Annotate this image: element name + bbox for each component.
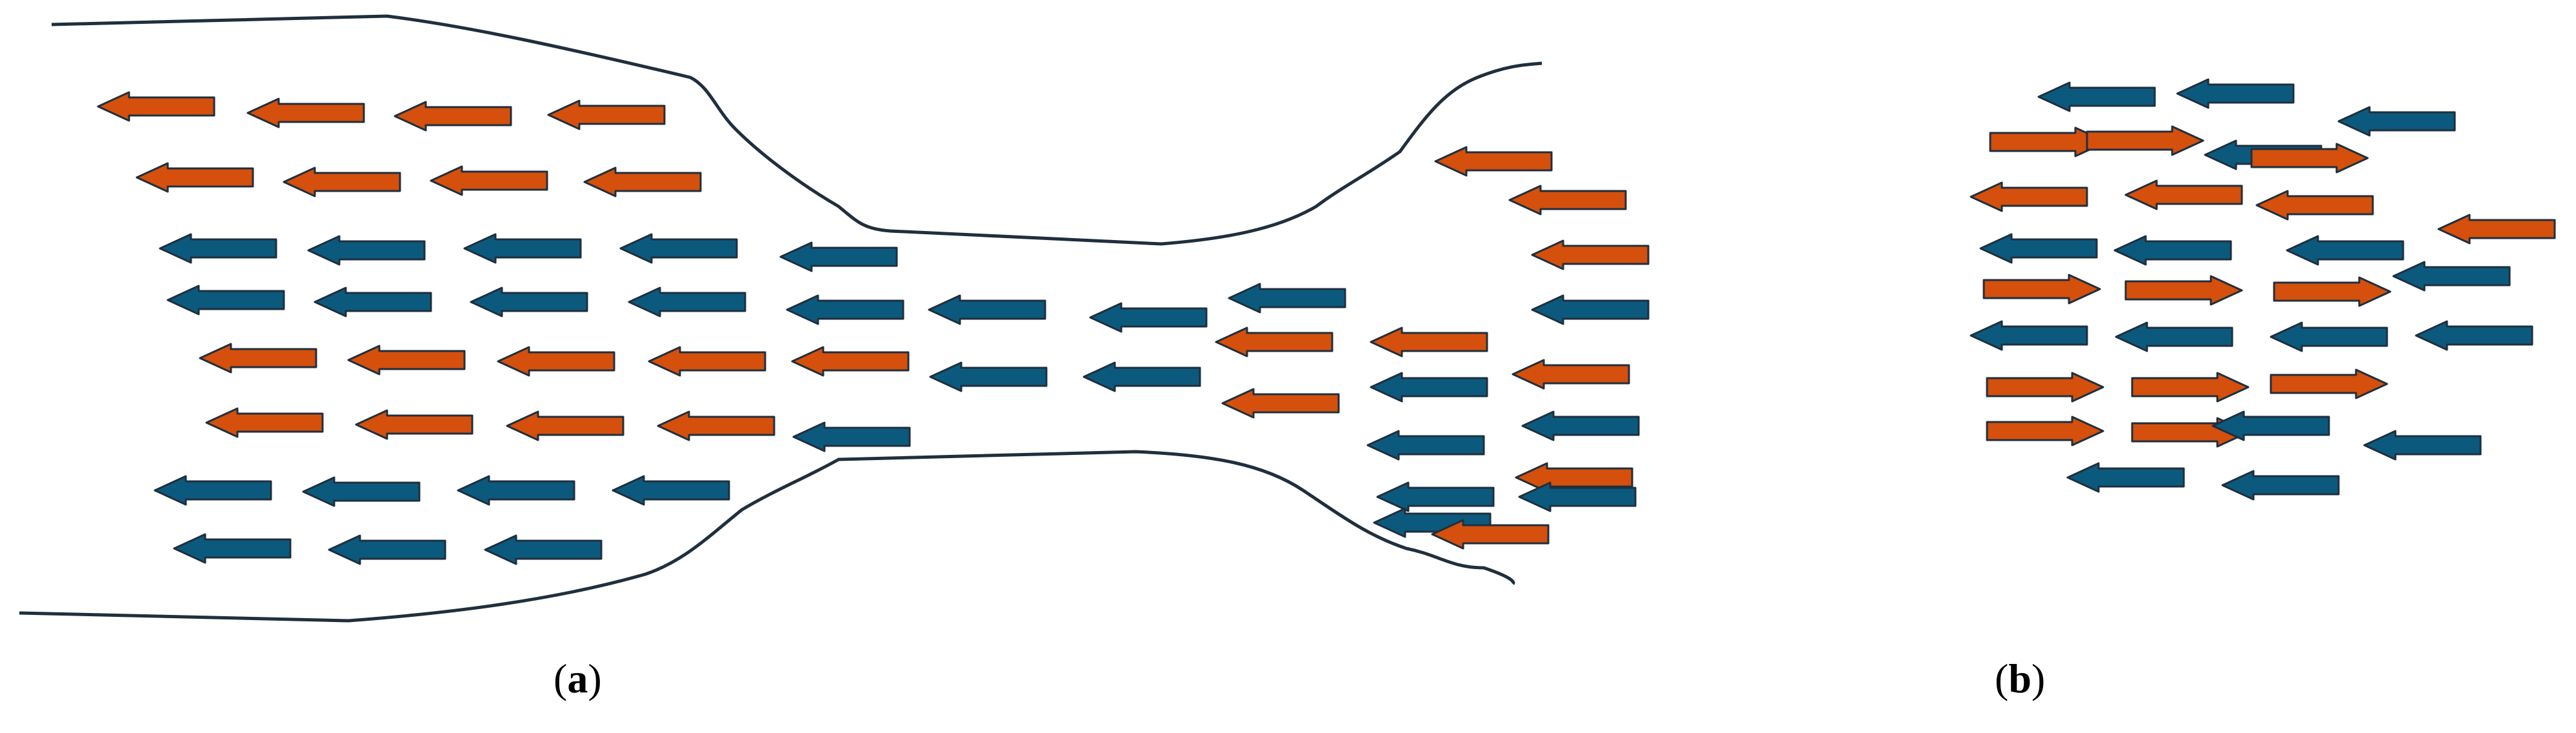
panel-a-blue-left-arrow-icon: [1376, 481, 1495, 512]
panel-a-blue-left-arrow-icon: [302, 476, 421, 507]
panel-b-arrows: [1970, 78, 2556, 501]
channel-lower-wall: [19, 450, 1515, 623]
panel-a-blue-left-arrow-icon: [328, 534, 446, 565]
panel-a-orange-left-arrow-icon: [347, 345, 466, 376]
panel-b-blue-left-arrow-icon: [2337, 106, 2456, 137]
panel-a-orange-left-arrow-icon: [283, 166, 401, 197]
panel-a-blue-left-arrow-icon: [619, 233, 738, 264]
panel-a-orange-left-arrow-icon: [547, 99, 666, 130]
panel-b-orange-left-arrow-icon: [2255, 190, 2374, 221]
panel-a-blue-left-arrow-icon: [484, 534, 603, 565]
panel-a-orange-left-arrow-icon: [791, 346, 910, 377]
panel-b-orange-right-arrow-icon: [2270, 368, 2388, 399]
panel-a-orange-left-arrow-icon: [648, 346, 766, 377]
panel-a-orange-left-arrow-icon: [430, 165, 548, 196]
panel-a-orange-left-arrow-icon: [1512, 359, 1630, 390]
panel-a-blue-left-arrow-icon: [1083, 361, 1201, 392]
panel-a-blue-left-arrow-icon: [463, 233, 582, 264]
panel-b-orange-right-arrow-icon: [1986, 416, 2104, 447]
panel-b-blue-left-arrow-icon: [2115, 321, 2233, 352]
panel-b-orange-right-arrow-icon: [2250, 143, 2369, 174]
panel-a-orange-left-arrow-icon: [1215, 326, 1333, 357]
panel-a-blue-left-arrow-icon: [1521, 410, 1640, 441]
panel-a-blue-left-arrow-icon: [928, 294, 1046, 325]
panel-b-blue-left-arrow-icon: [2037, 81, 2156, 112]
panel-b-blue-left-arrow-icon: [2066, 462, 2185, 493]
panel-a-blue-left-arrow-icon: [1089, 302, 1208, 333]
panel-a-orange-left-arrow-icon: [1434, 146, 1553, 177]
panel-a-orange-left-arrow-icon: [135, 162, 254, 193]
panel-b-orange-left-arrow-icon: [1970, 181, 2088, 212]
panel-a-blue-left-arrow-icon: [1518, 481, 1637, 512]
panel-b-orange-right-arrow-icon: [1989, 126, 2108, 157]
panel-b-orange-left-arrow-icon: [2437, 214, 2556, 245]
panel-a-orange-left-arrow-icon: [97, 91, 215, 122]
panel-a-orange-left-arrow-icon: [1531, 239, 1650, 270]
panel-a-label: (a): [554, 656, 602, 701]
panel-b-blue-left-arrow-icon: [2212, 410, 2330, 441]
panel-b-blue-left-arrow-icon: [2176, 78, 2295, 109]
panel-a-orange-left-arrow-icon: [355, 409, 474, 440]
panel-a-arrows: [97, 91, 1650, 565]
panel-a-orange-left-arrow-icon: [1370, 326, 1488, 357]
panel-b-blue-left-arrow-icon: [2415, 320, 2533, 351]
panel-b-orange-right-arrow-icon: [2086, 125, 2204, 156]
panel-a-orange-left-arrow-icon: [506, 410, 624, 441]
panel-b-blue-left-arrow-icon: [2270, 321, 2388, 352]
panel-a-blue-left-arrow-icon: [628, 286, 746, 317]
panel-a-orange-left-arrow-icon: [1431, 519, 1550, 550]
panel-a-blue-left-arrow-icon: [779, 241, 898, 272]
panel-b-blue-left-arrow-icon: [2221, 470, 2340, 501]
panel-a-orange-left-arrow-icon: [205, 407, 324, 438]
panel-b-blue-left-arrow-icon: [1970, 320, 2088, 351]
panel-b-blue-left-arrow-icon: [2113, 235, 2232, 266]
panel-a-orange-left-arrow-icon: [497, 346, 615, 377]
panel-a-orange-left-arrow-icon: [657, 410, 775, 441]
panel-a-blue-left-arrow-icon: [166, 285, 285, 316]
panel-a-blue-left-arrow-icon: [159, 233, 277, 264]
panel-b-orange-right-arrow-icon: [2273, 276, 2391, 307]
panel-a-orange-left-arrow-icon: [199, 343, 317, 374]
panel-a-blue-left-arrow-icon: [929, 361, 1048, 392]
panel-b-blue-left-arrow-icon: [2286, 235, 2404, 266]
panel-b-orange-right-arrow-icon: [1982, 274, 2101, 305]
panel-b-blue-left-arrow-icon: [2392, 261, 2511, 292]
panel-a-blue-left-arrow-icon: [1228, 283, 1346, 314]
channel-upper-wall: [51, 14, 1543, 246]
panel-b-orange-right-arrow-icon: [1986, 372, 2104, 403]
panel-a-orange-left-arrow-icon: [583, 166, 702, 197]
panel-a-orange-left-arrow-icon: [1508, 185, 1627, 216]
panel-a-orange-left-arrow-icon: [246, 97, 365, 128]
panel-a-orange-left-arrow-icon: [394, 101, 512, 132]
panel-b-blue-left-arrow-icon: [2363, 430, 2482, 461]
panel-a-blue-left-arrow-icon: [1531, 294, 1650, 325]
panel-a-blue-left-arrow-icon: [457, 475, 575, 506]
panel-a-blue-left-arrow-icon: [792, 421, 911, 452]
panel-b-orange-left-arrow-icon: [2124, 179, 2243, 210]
panel-a-blue-left-arrow-icon: [173, 533, 292, 564]
panel-b-label: (b): [1995, 656, 2046, 701]
panel-b-orange-right-arrow-icon: [2131, 372, 2250, 403]
panel-a-blue-left-arrow-icon: [307, 235, 426, 266]
panel-b-orange-right-arrow-icon: [2124, 275, 2243, 306]
panel-a-orange-left-arrow-icon: [1221, 388, 1340, 419]
panel-a-blue-left-arrow-icon: [154, 475, 272, 506]
panel-a-blue-left-arrow-icon: [470, 286, 588, 317]
panel-a-blue-left-arrow-icon: [1366, 430, 1485, 461]
panel-a-blue-left-arrow-icon: [1370, 372, 1488, 403]
panel-a-channel-boundary: [19, 14, 1543, 623]
panel-a-blue-left-arrow-icon: [612, 475, 730, 506]
panel-b-blue-left-arrow-icon: [1979, 233, 2098, 264]
panel-a-blue-left-arrow-icon: [786, 294, 904, 325]
panel-a-blue-left-arrow-icon: [314, 286, 432, 317]
